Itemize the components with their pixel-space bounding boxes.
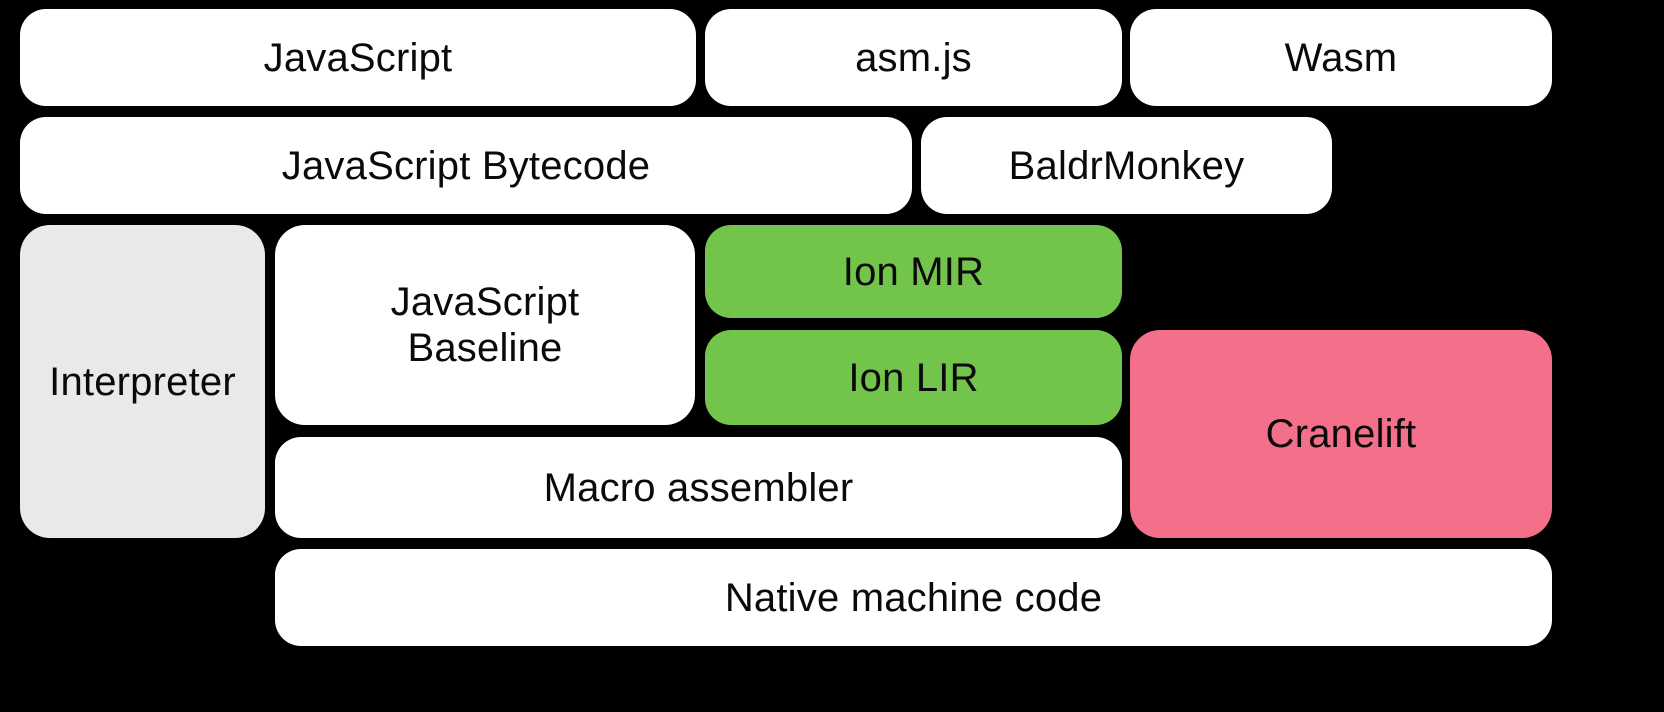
node-javascript-baseline-label: JavaScript Baseline bbox=[390, 280, 580, 370]
node-native-machine-code-label: Native machine code bbox=[724, 575, 1103, 620]
node-native-machine-code[interactable]: Native machine code bbox=[275, 549, 1552, 646]
node-baldrmonkey[interactable]: BaldrMonkey bbox=[921, 117, 1332, 214]
node-interpreter-label: Interpreter bbox=[49, 359, 236, 404]
node-cranelift-label: Cranelift bbox=[1265, 412, 1417, 456]
node-macro-assembler-label: Macro assembler bbox=[543, 465, 854, 510]
node-javascript-baseline[interactable]: JavaScript Baseline bbox=[275, 225, 695, 425]
node-wasm[interactable]: Wasm bbox=[1130, 9, 1552, 106]
node-javascript-label: JavaScript bbox=[263, 35, 453, 80]
node-wasm-label: Wasm bbox=[1284, 35, 1398, 80]
node-javascript-bytecode[interactable]: JavaScript Bytecode bbox=[20, 117, 912, 214]
node-interpreter[interactable]: Interpreter bbox=[20, 225, 265, 538]
node-asmjs-label: asm.js bbox=[855, 35, 972, 80]
node-macro-assembler[interactable]: Macro assembler bbox=[275, 437, 1122, 538]
node-ion-lir[interactable]: Ion LIR bbox=[705, 330, 1122, 425]
node-ion-mir[interactable]: Ion MIR bbox=[705, 225, 1122, 318]
node-asmjs[interactable]: asm.js bbox=[705, 9, 1122, 106]
node-javascript-bytecode-label: JavaScript Bytecode bbox=[281, 143, 651, 188]
node-ion-lir-label: Ion LIR bbox=[848, 355, 979, 400]
node-javascript[interactable]: JavaScript bbox=[20, 9, 696, 106]
node-cranelift[interactable]: Cranelift bbox=[1130, 330, 1552, 538]
node-baldrmonkey-label: BaldrMonkey bbox=[1008, 143, 1245, 188]
node-ion-mir-label: Ion MIR bbox=[842, 249, 985, 294]
